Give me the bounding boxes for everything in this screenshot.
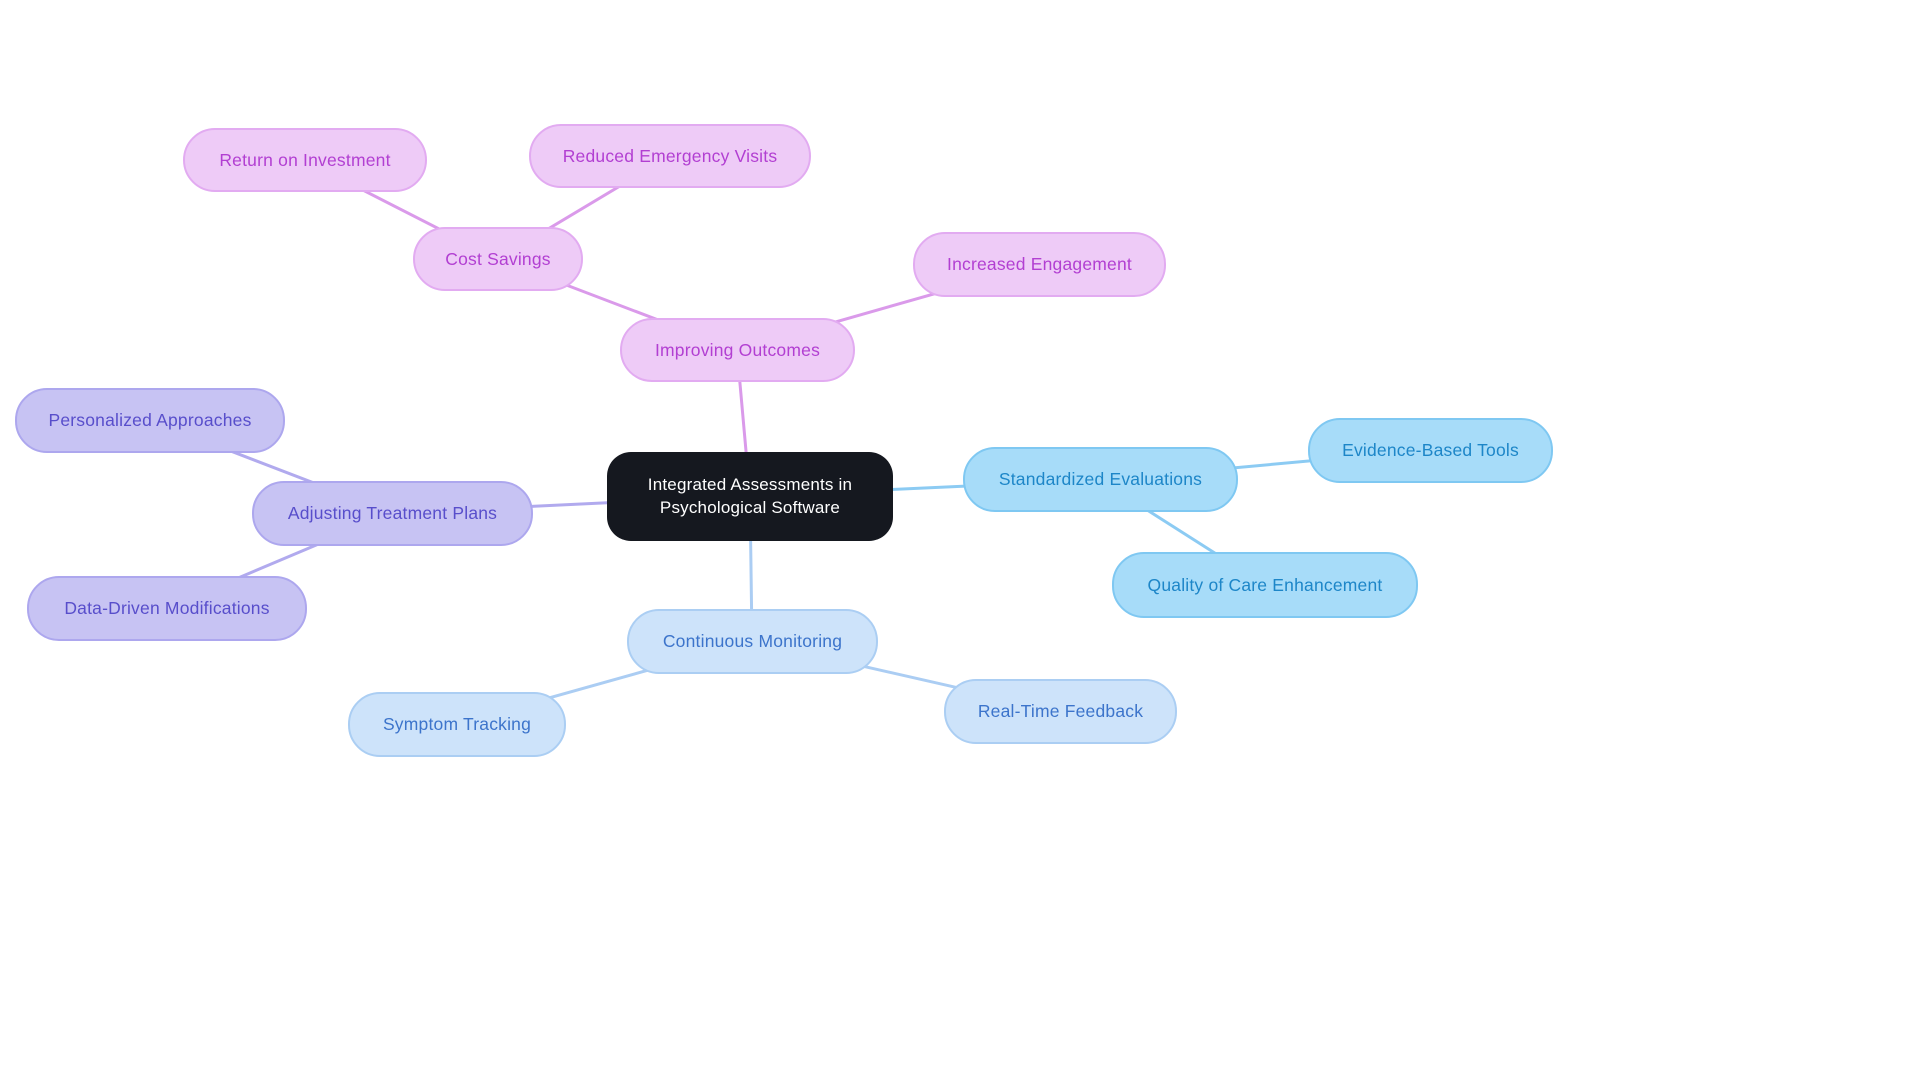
node-real-time-feedback[interactable]: Real-Time Feedback [944,679,1177,744]
node-adjusting-treatment-plans[interactable]: Adjusting Treatment Plans [252,481,533,546]
node-reduced-emergency-visits[interactable]: Reduced Emergency Visits [529,124,811,188]
node-increased-engagement[interactable]: Increased Engagement [913,232,1166,297]
node-evidence-based-tools[interactable]: Evidence-Based Tools [1308,418,1553,483]
node-standardized-evaluations[interactable]: Standardized Evaluations [963,447,1238,512]
node-improving-outcomes[interactable]: Improving Outcomes [620,318,855,382]
node-quality-of-care-enhancement[interactable]: Quality of Care Enhancement [1112,552,1418,618]
node-personalized-approaches[interactable]: Personalized Approaches [15,388,285,453]
node-data-driven-modifications[interactable]: Data-Driven Modifications [27,576,307,641]
node-root[interactable]: Integrated Assessments in Psychological … [607,452,893,541]
node-continuous-monitoring[interactable]: Continuous Monitoring [627,609,878,674]
node-return-on-investment[interactable]: Return on Investment [183,128,427,192]
node-cost-savings[interactable]: Cost Savings [413,227,583,291]
node-symptom-tracking[interactable]: Symptom Tracking [348,692,566,757]
